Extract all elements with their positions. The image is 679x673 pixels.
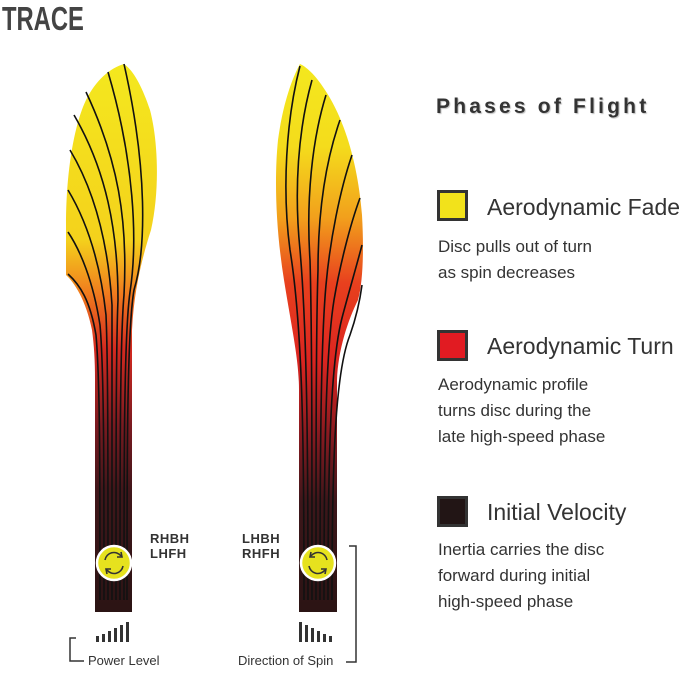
right-flight-path: [276, 64, 363, 612]
velocity-description: Inertia carries the disc forward during …: [438, 540, 605, 611]
right-spin-icon: [299, 544, 337, 582]
left-throw-label: RHBH LHFH: [150, 531, 190, 561]
right-throw-label: LHBH RHFH: [242, 531, 281, 561]
left-bracket: [69, 637, 84, 662]
fade-description: Disc pulls out of turn as spin decreases: [438, 237, 593, 282]
right-flight-lines: [285, 65, 363, 601]
turn-description: Aerodynamic profile turns disc during th…: [438, 375, 606, 446]
power-level-caption: Power Level: [88, 653, 160, 668]
brand-logo: TRACE: [2, 0, 84, 37]
fade-color-swatch: [437, 190, 468, 221]
power-level-icon: [96, 622, 129, 642]
direction-of-spin-caption: Direction of Spin: [238, 653, 334, 668]
legend-title: Phases of Flight: [436, 95, 650, 118]
turn-heading: Aerodynamic Turn: [487, 333, 674, 359]
left-spin-icon: [95, 544, 133, 582]
left-flight-path: [66, 63, 157, 612]
direction-of-spin-icon: [299, 622, 332, 642]
velocity-color-swatch: [437, 496, 468, 527]
fade-heading: Aerodynamic Fade: [487, 194, 679, 220]
left-flight-lines: [67, 63, 144, 601]
right-bracket: [346, 545, 357, 663]
turn-color-swatch: [437, 330, 468, 361]
velocity-heading: Initial Velocity: [487, 499, 627, 525]
